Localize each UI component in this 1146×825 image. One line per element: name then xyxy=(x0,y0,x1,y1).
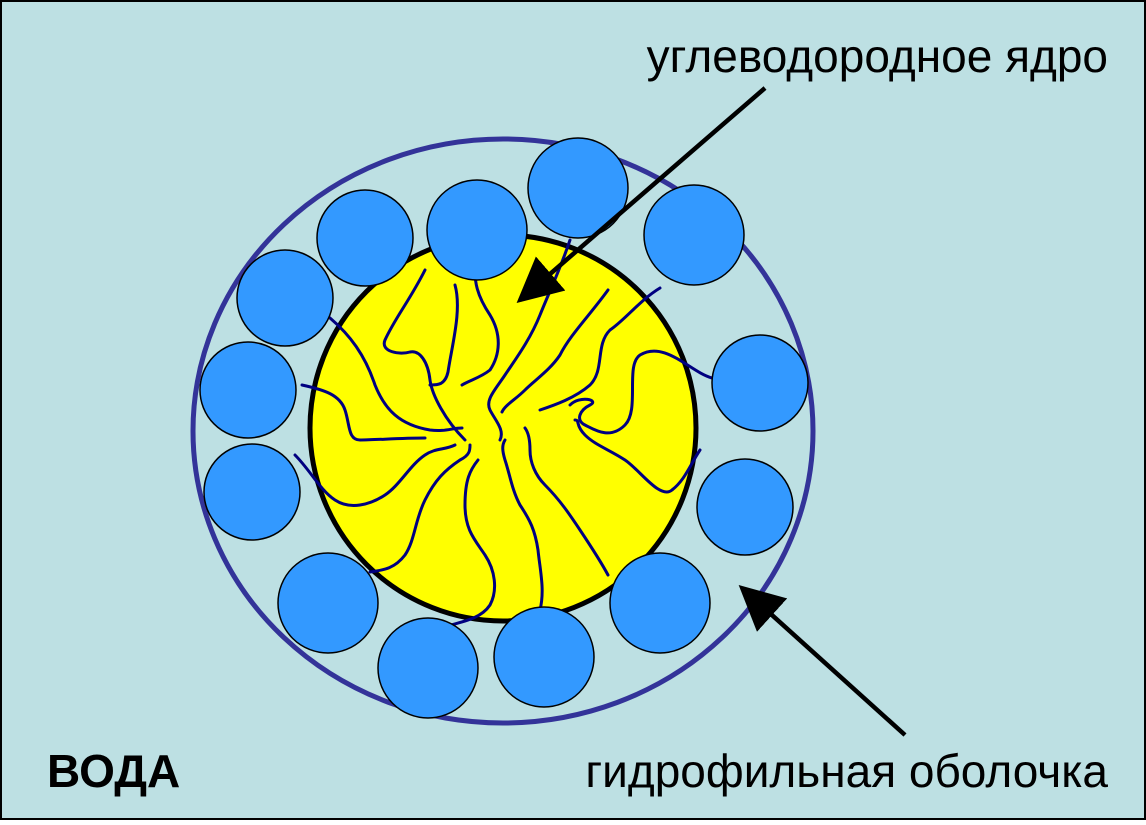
head-8 xyxy=(378,618,478,718)
head-13 xyxy=(644,185,744,285)
head-10 xyxy=(610,553,710,653)
head-4 xyxy=(237,250,333,346)
head-3 xyxy=(317,190,413,286)
head-7 xyxy=(278,553,378,653)
head-6 xyxy=(204,444,300,540)
shell-label: гидрофильная оболочка xyxy=(585,745,1108,797)
head-12 xyxy=(712,335,808,431)
head-2 xyxy=(427,180,527,280)
head-9 xyxy=(494,607,594,707)
head-1 xyxy=(528,138,628,238)
head-5 xyxy=(200,342,296,438)
head-11 xyxy=(697,459,793,555)
water-label: ВОДА xyxy=(47,745,180,797)
core-label: углеводородное ядро xyxy=(647,30,1108,82)
